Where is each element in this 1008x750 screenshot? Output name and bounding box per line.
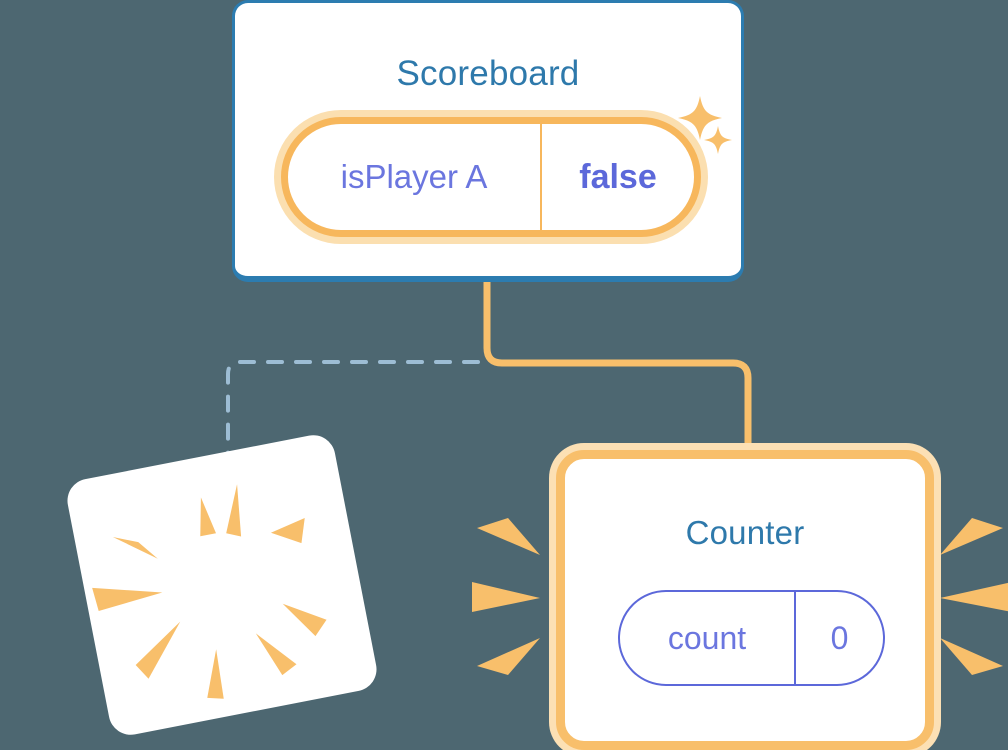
- sparkle-large-icon: [678, 96, 722, 140]
- sparkle-small-icon: [704, 126, 732, 154]
- ray: [92, 587, 163, 612]
- counter-state-pill[interactable]: count 0: [618, 590, 885, 686]
- scoreboard-state-key: isPlayer A: [288, 124, 542, 230]
- burst-card[interactable]: [63, 431, 381, 739]
- scoreboard-card[interactable]: Scoreboard isPlayer A false: [232, 0, 744, 282]
- ray: [255, 633, 297, 676]
- counter-state-key: count: [620, 592, 796, 684]
- burst-rays: [92, 484, 327, 699]
- ray: [477, 638, 540, 675]
- ray: [282, 603, 327, 637]
- ray: [940, 582, 1008, 612]
- ray: [226, 484, 242, 537]
- counter-state-value: 0: [830, 619, 849, 656]
- ray: [477, 518, 540, 555]
- scoreboard-state-pill[interactable]: isPlayer A false: [281, 117, 701, 237]
- counter-title: Counter: [685, 514, 805, 551]
- ray: [135, 621, 181, 679]
- ray: [940, 518, 1003, 555]
- ray: [207, 649, 224, 699]
- scoreboard-title: Scoreboard: [396, 54, 580, 93]
- counter-rays-right: [940, 518, 1008, 675]
- connector-scoreboard-to-burst-card: [226, 360, 480, 482]
- counter-card[interactable]: Counter count 0: [556, 450, 934, 750]
- counter-rays-left: [472, 518, 540, 675]
- connector-scoreboard-to-counter: [483, 276, 752, 470]
- scoreboard-state-value: false: [579, 157, 657, 196]
- ray: [270, 517, 305, 544]
- ray: [472, 582, 540, 612]
- ray: [112, 536, 158, 559]
- ray: [200, 497, 217, 537]
- ray: [940, 638, 1003, 675]
